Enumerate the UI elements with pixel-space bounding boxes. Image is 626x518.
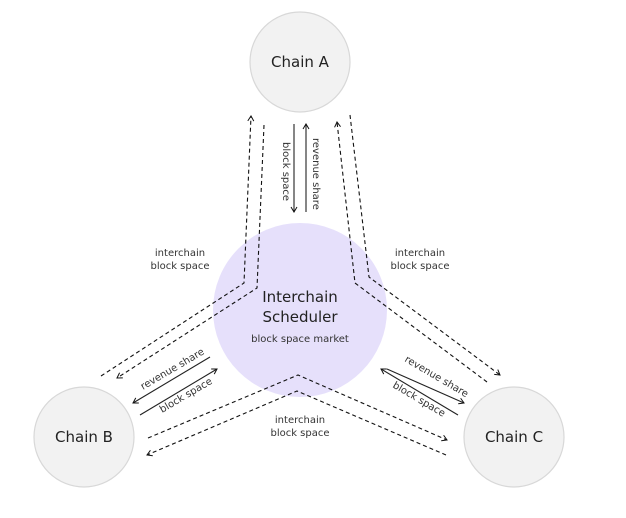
scheduler-title-line1: Interchain	[262, 288, 338, 306]
chain-b-node[interactable]	[33, 386, 135, 488]
interchain-c-to-b-path	[146, 390, 447, 457]
chain-a-node[interactable]	[249, 11, 351, 113]
interchain-a-to-b-path	[116, 124, 265, 379]
chain-b-label: Chain B	[55, 428, 113, 446]
interchain-c-to-a-path	[334, 121, 488, 383]
interchain-left-label-line1: interchain	[155, 248, 205, 259]
c-revenue-share-arrow	[386, 368, 465, 405]
chain-c-node[interactable]	[463, 386, 565, 488]
interchain-right-label-line2: block space	[390, 261, 449, 272]
b-revenue-share-arrow	[132, 356, 211, 404]
a-block-space-label: block space	[280, 142, 291, 201]
b-block-space-arrow	[139, 368, 218, 416]
b-block-space-label: block space	[158, 376, 214, 415]
chain-a-label: Chain A	[271, 53, 330, 71]
scheduler-title-line2: Scheduler	[262, 308, 338, 326]
scheduler-subtitle: block space market	[251, 334, 349, 345]
interchain-a-to-c-path	[349, 114, 501, 376]
c-block-space-label: block space	[390, 380, 446, 419]
interchain-bottom-label-line1: interchain	[275, 415, 325, 426]
chain-c-label: Chain C	[485, 428, 543, 446]
a-revenue-share-label: revenue share	[310, 138, 321, 210]
scheduler-node[interactable]	[213, 223, 387, 397]
c-block-space-arrow	[380, 368, 459, 416]
interchain-right-label-line1: interchain	[395, 248, 445, 259]
interchain-left-label-line2: block space	[150, 261, 209, 272]
interchain-bottom-label-line2: block space	[270, 428, 329, 439]
interchain-b-to-c-path	[147, 374, 448, 442]
interchain-b-to-a-path	[100, 115, 255, 377]
